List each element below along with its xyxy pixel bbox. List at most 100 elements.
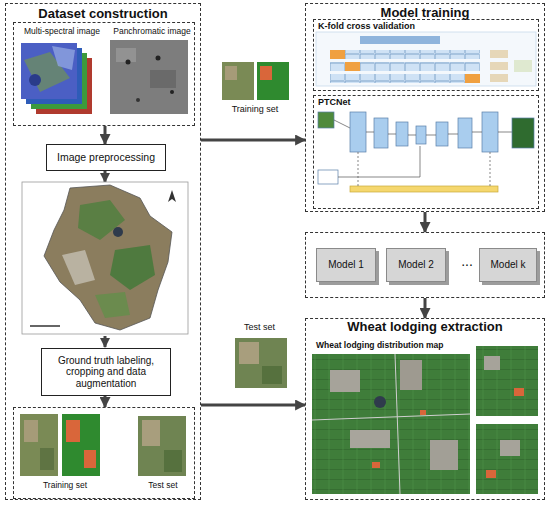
set-caption: Training set [215, 104, 295, 114]
node-heading: Multi-spectral image [16, 27, 108, 37]
map-title: Wheat lodging distribution map [316, 341, 516, 351]
kfold-illustration [330, 62, 480, 71]
kfold-illustration [514, 60, 532, 72]
node-heading: Dataset construction [6, 7, 200, 22]
multispectral-image [52, 46, 75, 70]
test-set-thumbnail [235, 338, 287, 388]
panchromatic-image [150, 70, 176, 88]
process-box: Ground truth labeling, cropping and data… [41, 348, 171, 396]
study-area-map [30, 325, 60, 327]
kfold-illustration [316, 32, 536, 86]
ptcnet-illustration [436, 122, 448, 146]
ptcnet-illustration [408, 135, 416, 136]
study-area-map [62, 250, 95, 285]
training-set-thumbnail [222, 62, 254, 100]
dataset-thumbnails [20, 414, 186, 476]
wheat-lodging-map [372, 462, 380, 468]
ptcnet-illustration [366, 132, 374, 133]
model-box: Model k [479, 248, 537, 282]
ptcnet-illustration [426, 135, 436, 136]
dataset-thumbnails [20, 414, 58, 476]
kfold-illustration [330, 50, 480, 59]
section-panel: Model trainingK-fold cross validationPTC… [305, 3, 545, 212]
kfold-illustration [490, 62, 508, 70]
method-panel: K-fold cross validation [313, 19, 539, 91]
dataset-thumbnails [62, 414, 100, 476]
wheat-lodging-map [430, 440, 458, 470]
multispectral-image [21, 43, 92, 114]
study-area-map [22, 182, 188, 334]
ptcnet-illustration [350, 186, 498, 192]
image-panel: Multi-spectral imagePanchromatic image [13, 22, 195, 126]
ptcnet-illustration [318, 112, 334, 128]
wheat-lodging-map [374, 396, 386, 408]
wheat-lodging-map [400, 360, 422, 390]
node-heading: Wheat lodging extraction [306, 320, 544, 335]
dataset-thumbnails [138, 416, 186, 476]
panchromatic-image [136, 98, 140, 102]
flow-arrow [424, 212, 427, 232]
panchromatic-image [156, 56, 161, 61]
dataset-thumbnails [40, 448, 54, 470]
model-box: Model 1 [316, 248, 376, 282]
wheat-lodging-map [500, 440, 520, 456]
dataset-thumbnails [84, 450, 96, 468]
multispectral-image [29, 74, 41, 86]
study-area-map [22, 182, 188, 334]
panchromatic-image [116, 48, 136, 62]
study-area-map [78, 200, 125, 240]
node-text: Test set [134, 481, 192, 491]
wheat-lodging-map [514, 388, 524, 396]
ptcnet-illustration [482, 112, 498, 152]
panchromatic-image [126, 60, 131, 65]
test-set-thumbnail [239, 342, 259, 364]
ptcnet-illustration [388, 134, 396, 135]
flow-arrow [201, 404, 305, 407]
ptcnet-illustration [374, 118, 388, 148]
wheat-lodging-map [312, 346, 538, 494]
flow-arrow [104, 396, 107, 407]
training-set-thumbnail [222, 62, 289, 100]
kfold-illustration [345, 62, 360, 71]
model-group: ... Model 1 Model 2 Model k [305, 232, 545, 298]
ptcnet-illustration [350, 112, 366, 152]
wheat-lodging-map [420, 410, 426, 415]
ptcnet-illustration [472, 132, 482, 133]
dataset-thumbnails [142, 420, 160, 446]
kfold-illustration [316, 32, 536, 86]
flow-arrow [201, 139, 305, 142]
panchromatic-image [170, 90, 174, 94]
image-panel: Training set Test set [13, 407, 195, 499]
panchromatic-image [110, 40, 188, 114]
wheat-lodging-map [484, 356, 500, 370]
flow-arrow [104, 126, 107, 144]
wheat-lodging-map [476, 424, 538, 494]
ptcnet-illustration [420, 146, 421, 177]
wheat-lodging-map [350, 430, 390, 448]
network-panel: PTCNet [313, 95, 539, 209]
model-box: Model 2 [386, 248, 446, 282]
study-area-map [95, 292, 130, 318]
set-caption: Test set [222, 322, 297, 332]
kfold-illustration [360, 36, 440, 44]
wheat-lodging-map [312, 414, 470, 420]
ptcnet-illustration [416, 126, 426, 144]
ptcnet-illustration [358, 152, 359, 186]
ptcnet-illustration [396, 122, 408, 146]
ptcnet-illustration [458, 118, 472, 148]
node-heading: Training set [20, 481, 110, 491]
node-heading: ... [454, 253, 480, 269]
kfold-illustration [330, 50, 345, 59]
ptcnet-illustration [448, 134, 458, 135]
node-text: Model 1 [324, 259, 368, 271]
training-set-thumbnail [260, 66, 272, 80]
study-area-map [110, 245, 155, 290]
panchromatic-image [110, 40, 188, 114]
kfold-illustration [465, 74, 480, 83]
training-set-thumbnail [257, 62, 289, 100]
flow-arrow [104, 336, 107, 347]
node-heading: K-fold cross validation [318, 21, 518, 31]
